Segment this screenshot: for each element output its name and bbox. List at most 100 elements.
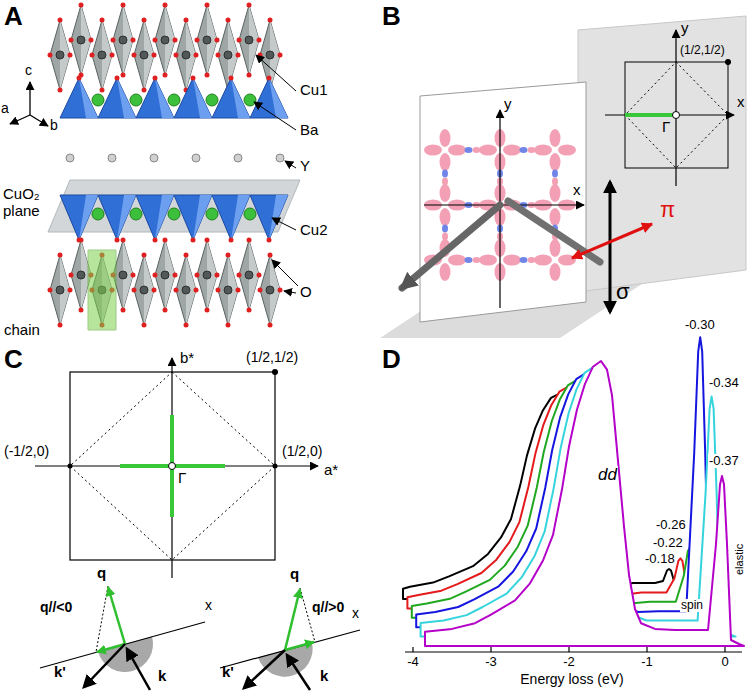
- tick-label: -4: [407, 655, 419, 669]
- vector-label: k': [54, 664, 66, 681]
- zone-point-label: (1/2,1/2): [246, 350, 298, 365]
- oxygen-atom: [69, 273, 74, 278]
- ba-atom: [244, 208, 256, 220]
- chain-octahedron: [197, 5, 217, 75]
- atom-label: Cu1: [300, 82, 328, 99]
- oxygen-atom: [142, 323, 147, 328]
- oxygen-atom: [58, 88, 63, 93]
- panel-letter: A: [4, 2, 23, 31]
- peak-label: -0.26: [655, 518, 687, 532]
- oxygen-atom: [77, 76, 82, 81]
- oxygen-atom: [173, 273, 178, 278]
- back-plane: [578, 16, 746, 292]
- rixs-spectrum: [425, 361, 744, 646]
- feature-label: elastic: [733, 543, 745, 576]
- oxygen-atom: [258, 288, 263, 293]
- oxygen-atom: [226, 253, 231, 258]
- chain-octahedron: [176, 20, 196, 90]
- oxygen-atom: [257, 273, 262, 278]
- axis-title: Energy loss (eV): [520, 672, 623, 687]
- oxygen-atom: [257, 38, 262, 43]
- axis-label: b*: [180, 350, 194, 367]
- polarization-label: π: [660, 198, 675, 222]
- gamma-label: Γ: [178, 470, 186, 487]
- ba-atom: [130, 208, 142, 220]
- cu-atom: [77, 36, 85, 44]
- pi-polarization: [572, 224, 652, 258]
- cuo5-pyramid: [136, 195, 174, 240]
- oxygen-atom: [89, 38, 94, 43]
- k-beam: [127, 649, 150, 690]
- bz-axis-y: [675, 30, 676, 186]
- oxygen-atom: [184, 18, 189, 23]
- cu-atom: [56, 286, 64, 294]
- d-orbital-lobe: [440, 208, 451, 226]
- cu-atom: [161, 271, 169, 279]
- q-vector: [108, 587, 125, 644]
- cuo5-pyramid: [212, 195, 250, 240]
- p-orbital-lobe: [473, 257, 481, 263]
- atom-label: O: [300, 284, 312, 301]
- k-prime-beam: [244, 650, 285, 688]
- oxygen-atom: [236, 53, 241, 58]
- ba-atom: [168, 208, 180, 220]
- oxygen-atom: [152, 53, 157, 58]
- y-atom: [150, 154, 158, 162]
- axis-b: [30, 115, 48, 126]
- cuo5-pyramid: [250, 195, 288, 240]
- q-vector: [285, 589, 300, 650]
- d-orbital-lobe: [503, 255, 521, 266]
- axis-a: [10, 115, 30, 124]
- surface-line: [220, 630, 360, 668]
- oxygen-atom: [110, 53, 115, 58]
- cu-atom: [203, 271, 211, 279]
- zone-point-label: (1/2,1/2): [680, 44, 725, 57]
- cu-atom: [77, 271, 85, 279]
- feature-label: spin: [680, 599, 704, 612]
- d-orbital-lobe: [479, 255, 497, 266]
- oxygen-atom: [79, 308, 84, 313]
- p-orbital-lobe: [552, 170, 558, 178]
- oxygen-atom: [205, 238, 210, 243]
- panel-letter: C: [4, 345, 23, 374]
- peak-label: -0.37: [708, 454, 740, 468]
- oxygen-atom: [115, 76, 120, 81]
- chain-octahedron: [260, 20, 280, 90]
- ba-atom: [244, 94, 256, 106]
- oxygen-atom: [278, 53, 283, 58]
- vector-label: k: [158, 668, 166, 685]
- y-atom: [66, 154, 74, 162]
- energy-axis: [405, 651, 742, 652]
- axis-c: [29, 82, 30, 115]
- tick-label: -2: [563, 655, 575, 669]
- chain-octahedron: [134, 20, 154, 90]
- oxygen-atom: [268, 18, 273, 23]
- oxygen-atom: [132, 53, 137, 58]
- leader-line: [272, 218, 296, 230]
- d-orbital-lobe: [550, 263, 561, 281]
- oxygen-atom: [215, 273, 220, 278]
- oxygen-atom: [267, 76, 272, 81]
- d-orbital-lobe: [448, 255, 466, 266]
- cu-atom: [203, 36, 211, 44]
- p-orbital-lobe: [442, 233, 448, 241]
- y-atom: [192, 154, 200, 162]
- cu-atom: [224, 51, 232, 59]
- d-orbital-lobe: [550, 129, 561, 147]
- axis-tick: [646, 647, 647, 652]
- polarization-label: σ: [616, 280, 630, 304]
- ba-atom: [92, 208, 104, 220]
- axis-label: x: [737, 94, 745, 111]
- p-orbital-lobe: [528, 257, 536, 263]
- oxygen-atom: [163, 73, 168, 78]
- oxygen-atom: [121, 238, 126, 243]
- chain-octahedron: [218, 255, 238, 325]
- d-orbital-lobe: [479, 145, 497, 156]
- chain-octahedron: [50, 255, 70, 325]
- zone-edge-dot: [273, 464, 278, 469]
- chain-octahedron: [50, 20, 70, 90]
- zone-point-label: (1/2,0): [282, 444, 322, 459]
- oxygen-atom: [58, 253, 63, 258]
- vector-label: q: [290, 566, 299, 583]
